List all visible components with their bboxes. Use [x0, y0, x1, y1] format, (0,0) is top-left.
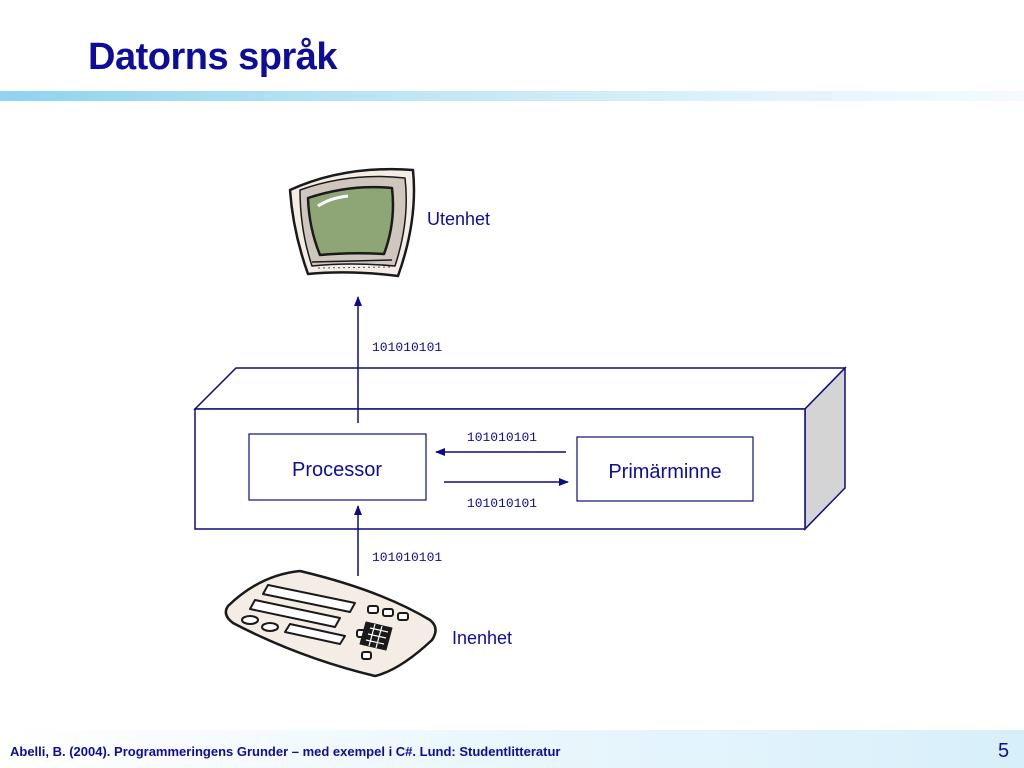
memory-box: [576, 436, 754, 502]
page-number: 5: [998, 740, 1010, 762]
input-label: Inenhet: [452, 628, 512, 648]
bits-processor-to-memory: 101010101: [467, 496, 537, 511]
memory-label: Primärminne: [608, 461, 721, 483]
slide-title: Datorns språk: [88, 36, 338, 78]
footer-citation: Abelli, B. (2004). Programmeringens Grun…: [10, 744, 561, 759]
bits-memory-to-processor: 101010101: [467, 430, 537, 445]
processor-box: [248, 433, 427, 501]
bits-to-output: 101010101: [372, 340, 442, 355]
output-label: Utenhet: [427, 209, 490, 229]
monitor-icon: [288, 167, 416, 278]
title-underline-bar: [0, 91, 1024, 101]
computer-case-top: [193, 367, 847, 410]
processor-label: Processor: [292, 459, 382, 481]
footer-bar: [0, 730, 1024, 768]
bits-from-input: 101010101: [372, 550, 442, 565]
keyboard-icon: [224, 569, 437, 678]
